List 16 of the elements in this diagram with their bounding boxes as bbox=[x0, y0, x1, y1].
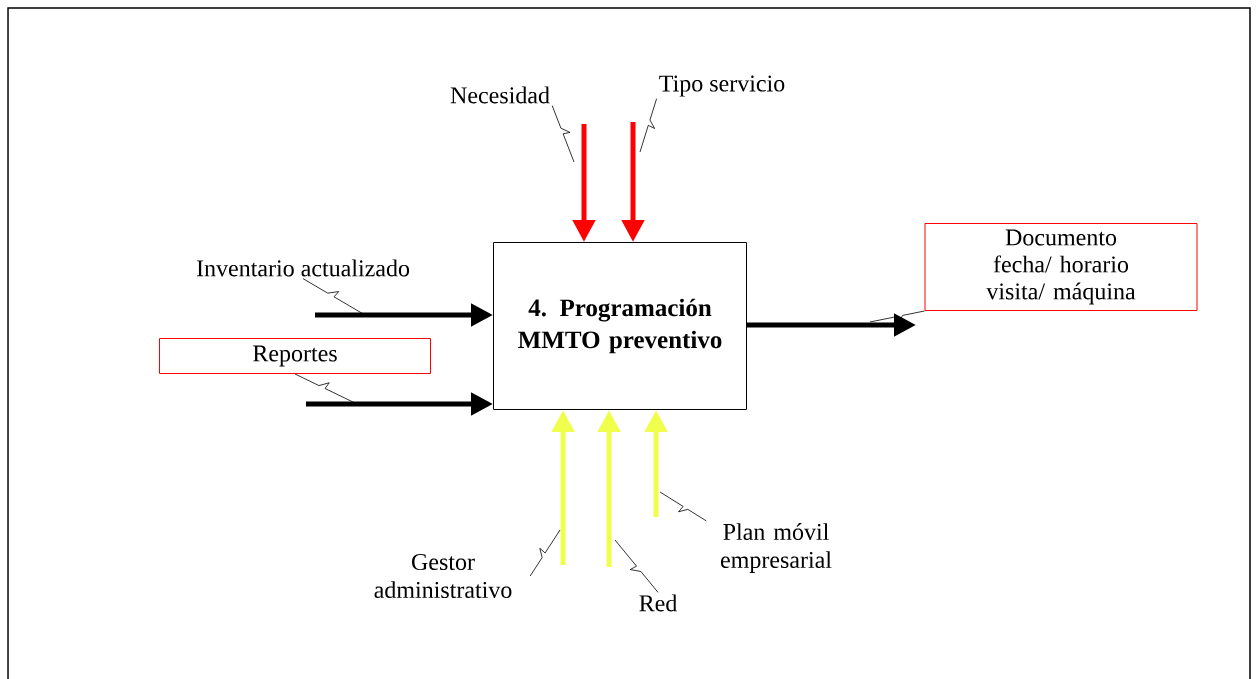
arrow-label: Inventario actualizado bbox=[196, 259, 410, 277]
arrow-label: Plan móvil empresarial bbox=[721, 523, 832, 573]
leader-line bbox=[529, 529, 561, 577]
leader-line bbox=[551, 105, 575, 163]
leader-line bbox=[639, 98, 657, 153]
note-box: Reportes bbox=[159, 338, 431, 374]
arrow-label: Red bbox=[639, 594, 678, 612]
leader-line bbox=[869, 310, 925, 324]
leader-line bbox=[614, 539, 659, 593]
note-box: Documento fecha/ horario visita/ máquina bbox=[924, 223, 1198, 311]
leader-line bbox=[294, 373, 356, 404]
process-box: 4. Programación MMTO preventivo bbox=[493, 242, 747, 410]
leader-line bbox=[659, 491, 707, 522]
arrow-label: Gestor administrativo bbox=[374, 553, 512, 599]
arrow-label: Necesidad bbox=[450, 86, 550, 104]
arrow-label: Tipo servicio bbox=[659, 75, 785, 97]
